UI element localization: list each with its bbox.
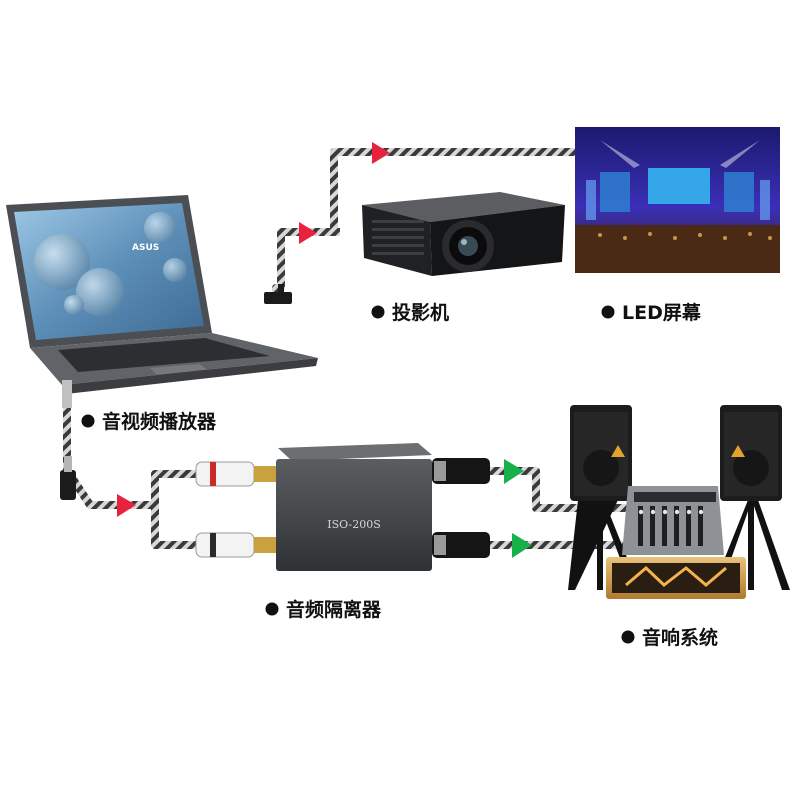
- label-isolator: 音频隔离器: [265, 598, 382, 621]
- signal-arrows: [117, 142, 532, 558]
- video-arrow: [372, 142, 390, 164]
- label-led-screen: LED屏幕: [601, 302, 702, 324]
- xlr-plug-icon: [432, 458, 490, 484]
- audio-arrow-red: [117, 494, 136, 517]
- audio-arrow-green: [504, 459, 524, 484]
- label-player: 音视频播放器: [81, 410, 217, 433]
- audio-cable-main: [63, 385, 155, 509]
- label-player-text: 音视频播放器: [102, 410, 217, 433]
- video-arrow: [299, 222, 317, 244]
- amplifier-icon: [606, 557, 746, 599]
- label-led-screen-text: LED屏幕: [622, 302, 702, 324]
- label-projector: 投影机: [371, 301, 449, 324]
- led-screen-icon: [575, 127, 780, 273]
- label-sound-system-text: 音响系统: [642, 626, 718, 649]
- label-projector-text: 投影机: [392, 301, 449, 324]
- label-isolator-text: 音频隔离器: [286, 598, 382, 621]
- speaker-icon: [568, 405, 640, 590]
- audio-cable-split: [151, 470, 210, 549]
- laptop-brand: ASUS: [132, 243, 159, 253]
- audio-isolator-icon: ISO-200S: [195, 443, 490, 571]
- jack-3.5mm-icon: [264, 284, 292, 304]
- hdmi-cable: [272, 228, 340, 302]
- laptop-icon: ASUS: [6, 195, 318, 394]
- labels: 投影机 LED屏幕 音视频播放器 音频隔离器 音响系统: [81, 301, 718, 649]
- mixer-icon: [622, 486, 724, 555]
- jack-3.5mm-icon: [60, 380, 76, 500]
- rca-plug-icon: [195, 532, 276, 558]
- label-sound-system: 音响系统: [621, 626, 718, 649]
- audio-arrow-green: [512, 533, 532, 558]
- projector-icon: [362, 192, 565, 276]
- video-cable-to-led: [330, 148, 575, 232]
- xlr-plug-icon: [432, 532, 490, 558]
- rca-plug-icon: [195, 461, 276, 487]
- isolator-model-label: ISO-200S: [327, 518, 381, 531]
